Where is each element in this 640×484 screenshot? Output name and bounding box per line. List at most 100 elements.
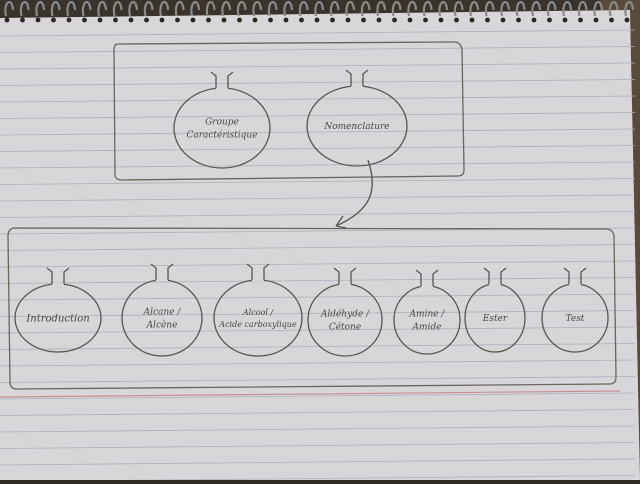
spiral-ring: [236, 0, 247, 17]
flask-label: Groupe: [205, 118, 239, 128]
punch-hole: [113, 17, 118, 23]
spiral-ring: [4, 0, 15, 17]
flask-neck-right: [63, 267, 70, 284]
ruled-line: [0, 376, 636, 383]
spiral-ring: [608, 0, 619, 17]
punch-hole: [438, 17, 444, 23]
flask-label: Aldéhyde /: [320, 309, 370, 320]
punch-hole: [4, 17, 10, 23]
flask-neck-left: [210, 71, 217, 88]
spiral-ring: [345, 0, 356, 17]
flask-label: Alcène: [146, 320, 178, 331]
flask-neck-left: [246, 263, 253, 280]
spiral-ring: [453, 0, 464, 17]
spiral-ring: [593, 0, 604, 17]
spiral-ring: [97, 0, 108, 17]
punch-hole: [454, 17, 459, 23]
punch-hole: [175, 17, 180, 23]
punch-hole: [82, 17, 87, 23]
flask-label: Amide: [412, 323, 442, 333]
punch-hole: [51, 17, 56, 23]
spiral-ring: [391, 0, 402, 17]
flask-label: Alcool /: [242, 308, 275, 317]
spiral-ring: [19, 0, 30, 17]
punch-hole: [345, 17, 351, 23]
ruled-line: [0, 161, 636, 169]
flask-neck-left: [345, 69, 352, 86]
flask-neck-right: [227, 71, 234, 88]
top-group-box: [113, 41, 465, 181]
spiral-ring: [500, 0, 511, 17]
spiral-ring: [360, 0, 371, 17]
punch-hole: [206, 17, 211, 23]
punch-hole: [330, 17, 335, 23]
spiral-ring: [469, 0, 480, 17]
flask-label: Cétone: [329, 322, 361, 333]
spiral-ring: [81, 0, 92, 17]
flask-ester: Ester: [464, 267, 526, 353]
flask-neck-right: [263, 263, 270, 280]
ruled-line: [0, 244, 636, 251]
flask-label: Caractéristique: [186, 130, 257, 141]
ruled-line: [0, 392, 636, 400]
punch-hole: [392, 17, 397, 23]
spiral-ring: [267, 0, 278, 17]
flask-neck-left: [333, 267, 340, 284]
flask-label: Amine /: [409, 310, 446, 320]
ruled-line: [0, 343, 636, 350]
punch-hole: [20, 17, 25, 23]
punch-hole: [500, 17, 506, 23]
punch-hole: [531, 17, 537, 23]
flask-label: Test: [566, 314, 585, 324]
flask-group: GroupeCaractéristiqueNomenclatureIntrodu…: [14, 69, 609, 357]
flask-neck-right: [432, 269, 439, 286]
flask-neck-left: [483, 267, 490, 284]
spiral-ring: [422, 0, 433, 17]
punch-hole: [376, 17, 382, 23]
punch-hole: [221, 17, 227, 23]
ruled-line: [0, 112, 636, 119]
flask-amine: Amine / Amide: [393, 269, 461, 355]
punch-hole: [578, 17, 583, 23]
ruled-line: [0, 62, 636, 70]
punch-hole: [562, 17, 568, 23]
flask-label: Acide carboxylique: [218, 320, 297, 329]
ruled-line: [0, 409, 636, 416]
spiral-ring: [190, 0, 201, 17]
margin-line: [0, 390, 621, 398]
ruled-line: [0, 260, 636, 268]
punch-hole: [407, 17, 413, 23]
flask-label: Nomenclature: [323, 122, 389, 132]
ruled-line: [0, 359, 636, 367]
flask-label: Alcane /: [143, 308, 182, 318]
flask-neck-left: [150, 263, 157, 280]
flask-neck-right: [350, 267, 357, 284]
flask-aldehyde: Aldéhyde / Cétone: [307, 267, 383, 357]
notebook-page: [0, 10, 640, 480]
ruled-line: [0, 128, 636, 136]
punch-hole: [299, 17, 304, 23]
spiral-ring: [484, 0, 495, 17]
spiral-ring: [159, 0, 170, 17]
spiral-ring: [50, 0, 61, 17]
arrowhead: [335, 215, 347, 229]
punch-hole: [609, 17, 614, 23]
spiral-ring: [298, 0, 309, 17]
flask-nomenclature: Nomenclature: [306, 69, 408, 167]
ruled-line: [0, 95, 636, 103]
punch-hole: [314, 17, 320, 23]
punch-hole: [485, 17, 490, 23]
punch-hole: [128, 17, 134, 23]
spiral-ring: [205, 0, 216, 17]
spiral-ring: [112, 0, 123, 17]
spiral-ring: [376, 0, 387, 17]
ruled-line: [0, 211, 636, 218]
spiral-ring: [283, 0, 294, 17]
punch-hole: [66, 17, 72, 23]
ruled-line: [0, 79, 636, 86]
bottom-group-box: [7, 227, 617, 390]
ruled-line: [0, 145, 636, 152]
punch-hole: [283, 17, 289, 23]
